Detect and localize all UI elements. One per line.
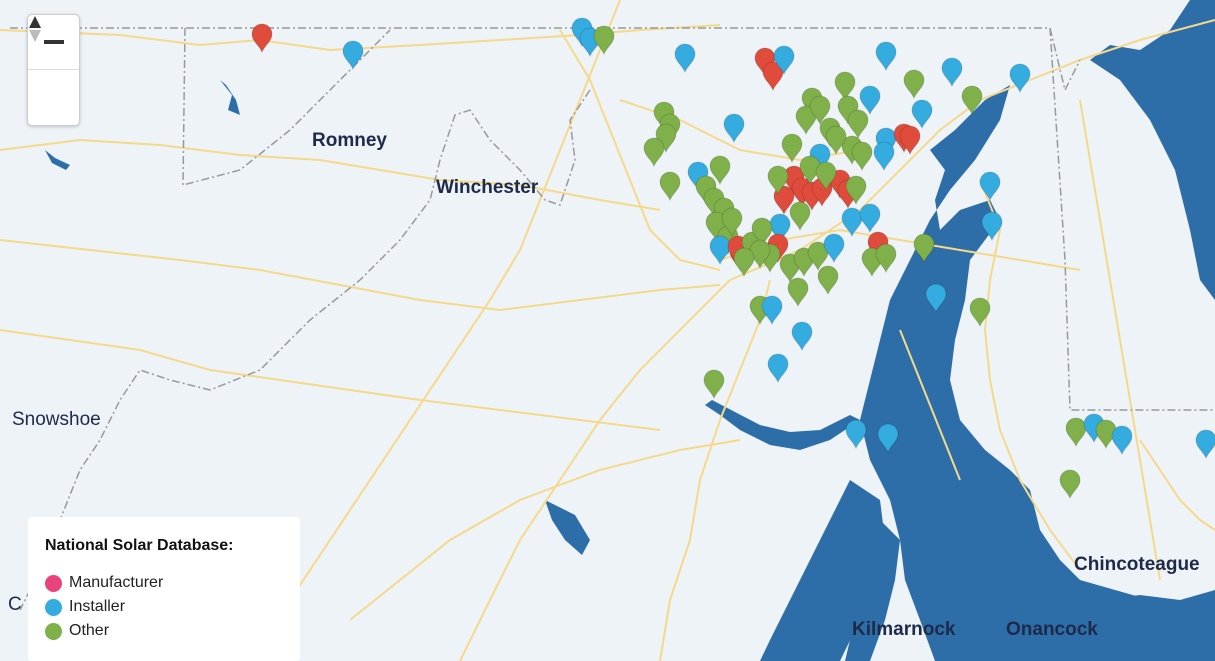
map-marker-other[interactable] <box>913 233 935 264</box>
map-marker-other[interactable] <box>1065 417 1087 448</box>
map-marker-other[interactable] <box>709 155 731 186</box>
map-marker-other[interactable] <box>781 133 803 164</box>
legend-dot-manufacturer <box>45 574 62 592</box>
place-label-snowshoe: Snowshoe <box>12 409 101 430</box>
map-marker-manufacturer[interactable] <box>899 125 921 156</box>
map-marker-installer[interactable] <box>841 207 863 238</box>
legend-title: National Solar Database: <box>45 537 234 554</box>
map-marker-other[interactable] <box>815 161 837 192</box>
map-marker-other[interactable] <box>875 243 897 274</box>
map-marker-manufacturer[interactable] <box>251 23 273 54</box>
map-marker-other[interactable] <box>767 165 789 196</box>
map-marker-installer[interactable] <box>981 211 1003 242</box>
map-marker-installer[interactable] <box>773 45 795 76</box>
map-marker-other[interactable] <box>825 125 847 156</box>
map-marker-installer[interactable] <box>873 141 895 172</box>
minus-icon <box>43 40 64 44</box>
map-marker-other[interactable] <box>851 141 873 172</box>
legend-label-manufacturer: Manufacturer <box>69 574 164 591</box>
map-marker-other[interactable] <box>795 105 817 136</box>
map-marker-other[interactable] <box>789 201 811 232</box>
map-marker-other[interactable] <box>809 95 831 126</box>
legend-dot-installer <box>45 598 62 616</box>
compass-icon <box>29 16 41 42</box>
map-marker-other[interactable] <box>593 25 615 56</box>
map-marker-manufacturer[interactable] <box>762 61 784 92</box>
map-marker-installer[interactable] <box>845 419 867 450</box>
legend-panel: National Solar Database: Manufacturer In… <box>28 517 300 661</box>
map-marker-installer[interactable] <box>1009 63 1031 94</box>
legend-item-installer: Installer <box>45 598 125 616</box>
map-marker-other[interactable] <box>733 247 755 278</box>
state-borders <box>10 27 1215 611</box>
map-marker-installer[interactable] <box>342 40 364 71</box>
map-marker-other[interactable] <box>845 175 867 206</box>
map-marker-installer[interactable] <box>911 99 933 130</box>
map-marker-installer[interactable] <box>769 213 791 244</box>
place-label-romney: Romney <box>312 130 387 151</box>
map-marker-other[interactable] <box>807 241 829 272</box>
map-marker-other[interactable] <box>751 217 773 248</box>
map-marker-installer[interactable] <box>761 295 783 326</box>
map-marker-other[interactable] <box>817 265 839 296</box>
map-marker-installer[interactable] <box>877 423 899 454</box>
map-marker-other[interactable] <box>834 71 856 102</box>
water-bodies <box>45 0 1215 661</box>
map-marker-other[interactable] <box>659 171 681 202</box>
map-marker-other[interactable] <box>903 69 925 100</box>
map-marker-other[interactable] <box>847 109 869 140</box>
map-marker-other[interactable] <box>1059 469 1081 500</box>
place-label-onancock: Onancock <box>1006 619 1098 640</box>
map-marker-installer[interactable] <box>925 283 947 314</box>
map-marker-other[interactable] <box>643 137 665 168</box>
legend-label-installer: Installer <box>69 598 126 615</box>
place-label-kilmarnock: Kilmarnock <box>852 619 956 640</box>
map-marker-installer[interactable] <box>723 113 745 144</box>
map-marker-installer[interactable] <box>979 171 1001 202</box>
legend-item-manufacturer: Manufacturer <box>45 574 163 592</box>
map-marker-installer[interactable] <box>941 57 963 88</box>
map-marker-installer[interactable] <box>1111 425 1133 456</box>
map-marker-installer[interactable] <box>709 235 731 266</box>
legend-dot-other <box>45 622 62 640</box>
zoom-out-button[interactable] <box>28 15 79 69</box>
legend-item-other: Other <box>45 622 109 640</box>
map-marker-installer[interactable] <box>791 321 813 352</box>
map-marker-manufacturer[interactable] <box>773 185 795 216</box>
map-marker-other[interactable] <box>703 369 725 400</box>
place-label-winchester: Winchester <box>436 177 539 198</box>
map-marker-other[interactable] <box>961 85 983 116</box>
map-marker-other[interactable] <box>969 297 991 328</box>
map-marker-installer[interactable] <box>859 85 881 116</box>
place-label-chincoteague: Chincoteague <box>1074 554 1200 575</box>
map-marker-other[interactable] <box>787 277 809 308</box>
map-marker-installer[interactable] <box>823 233 845 264</box>
reset-bearing-button[interactable] <box>28 16 79 124</box>
map-marker-installer[interactable] <box>674 43 696 74</box>
place-label-partial: C <box>8 594 22 615</box>
zoom-control <box>27 14 80 126</box>
map-marker-installer[interactable] <box>767 353 789 384</box>
map-marker-other[interactable] <box>721 207 743 238</box>
map-marker-installer[interactable] <box>875 41 897 72</box>
legend-label-other: Other <box>69 622 110 639</box>
map-marker-installer[interactable] <box>859 203 881 234</box>
map-marker-installer[interactable] <box>1195 429 1215 460</box>
